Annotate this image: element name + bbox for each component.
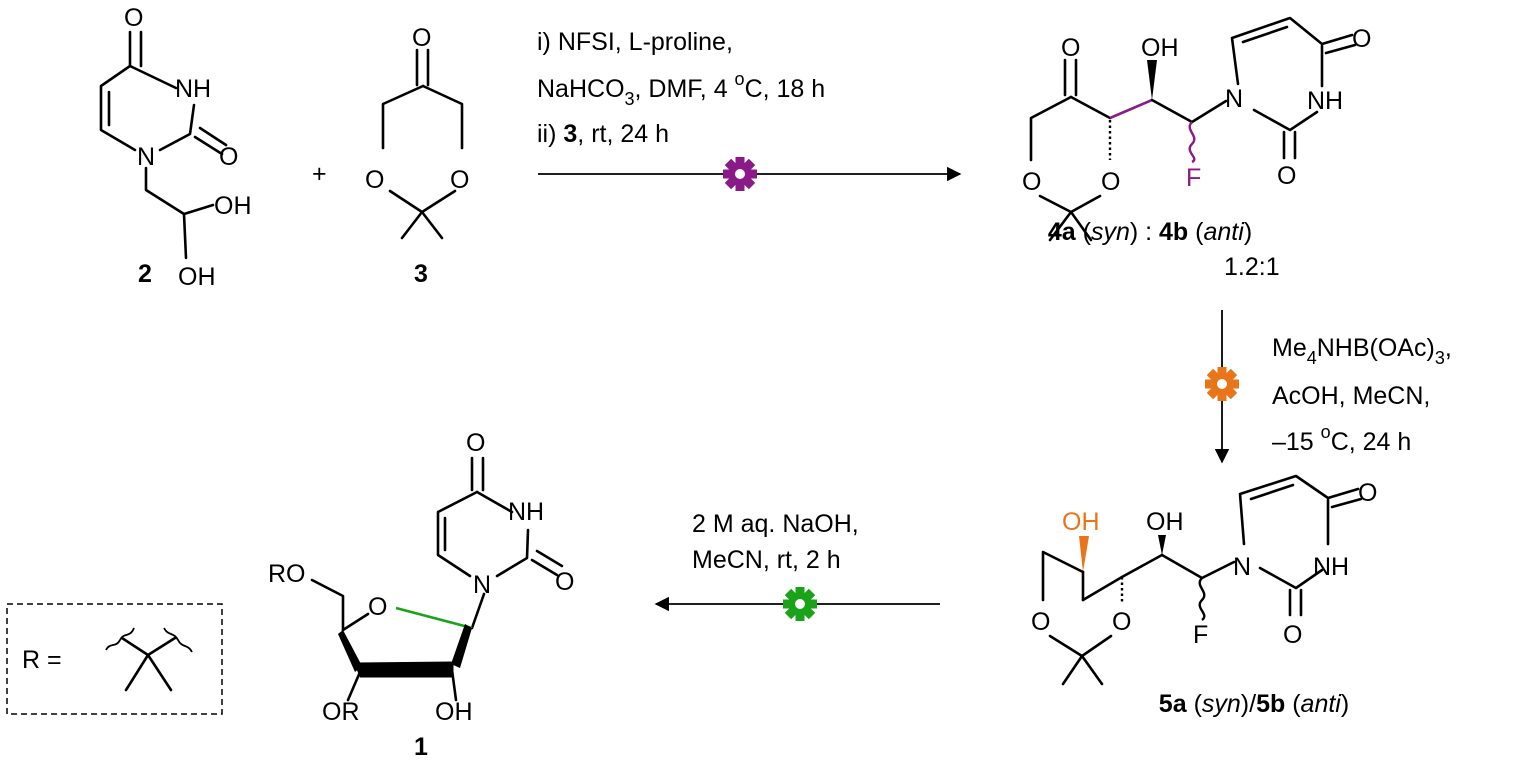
compound-4: O OH N O NH O O O F 4a (syn) : 4b (anti)… (1022, 16, 1371, 281)
atom-O: O (1352, 25, 1371, 53)
atom-O: O (219, 143, 238, 171)
step1-line2: NaHCO3, DMF, 4 oC, 18 h (537, 69, 825, 109)
atom-OH: OH (214, 192, 252, 220)
r-group-definition: R = (6, 603, 223, 715)
atom-NH: NH (508, 498, 544, 526)
atom-O: O (124, 4, 143, 32)
atom-O: O (1061, 34, 1080, 62)
atom-OH: OH (1146, 508, 1184, 536)
gear-icon-green (783, 587, 817, 621)
gear-icon-orange (1205, 367, 1239, 401)
atom-RO: RO (268, 560, 306, 588)
atom-O: O (1031, 608, 1050, 636)
atom-O: O (1022, 168, 1041, 196)
atom-O: O (412, 24, 431, 52)
step-1: i) NFSI, L-proline, NaHCO3, DMF, 4 oC, 1… (537, 28, 962, 191)
atom-O: O (466, 429, 485, 457)
compound-label-5: 5a (syn)/5b (anti) (1159, 690, 1349, 718)
step1-line3: ii) 3, rt, 24 h (537, 120, 669, 148)
compound-label-2: 2 (138, 260, 152, 288)
compound-label-1: 1 (414, 733, 428, 761)
atom-OH: OH (1062, 508, 1100, 536)
diastereomer-ratio: 1.2:1 (1224, 253, 1280, 281)
atom-N: N (137, 143, 155, 171)
compound-5: OH OH N O NH O O O F 5a (syn)/5b (anti) (1031, 474, 1377, 718)
r-equals-label: R = (22, 646, 62, 674)
atom-OH: OH (435, 698, 473, 726)
atom-OH: OH (178, 263, 216, 291)
step-2: Me4NHB(OAc)3, AcOH, MeCN, –15 oC, 24 h (1205, 310, 1452, 464)
atom-O: O (450, 166, 469, 194)
compound-1: O NH O N RO O OR OH 1 (268, 429, 574, 761)
step2-line3: –15 oC, 24 h (1272, 422, 1411, 456)
atom-O: O (1283, 621, 1302, 649)
atom-N: N (473, 571, 491, 599)
compound-2: O NH N O OH OH 2 (99, 4, 252, 291)
step1-line1: i) NFSI, L-proline, (537, 28, 733, 56)
atom-NH: NH (1307, 87, 1343, 115)
step3-line2: MeCN, rt, 2 h (692, 546, 841, 574)
atom-O: O (1277, 162, 1296, 190)
atom-N: N (1233, 553, 1251, 581)
atom-OR: OR (322, 698, 360, 726)
atom-NH: NH (1313, 553, 1349, 581)
atom-O: O (1101, 168, 1120, 196)
atom-O: O (1112, 608, 1131, 636)
atom-N: N (1225, 85, 1243, 113)
atom-OH: OH (1141, 34, 1179, 62)
atom-F: F (1193, 621, 1208, 649)
compound-label-4: 4a (syn) : 4b (anti) (1048, 218, 1252, 246)
step3-line1: 2 M aq. NaOH, (692, 510, 859, 538)
atom-O: O (555, 568, 574, 596)
atom-O: O (365, 166, 384, 194)
atom-O: O (368, 593, 387, 621)
compound-label-3: 3 (414, 260, 428, 288)
atom-NH: NH (175, 75, 211, 103)
step2-line2: AcOH, MeCN, (1272, 382, 1430, 410)
step2-line1: Me4NHB(OAc)3, (1272, 334, 1452, 368)
compound-3: O O O 3 (365, 24, 469, 288)
step-3: 2 M aq. NaOH, MeCN, rt, 2 h (654, 510, 940, 621)
atom-O: O (1358, 479, 1377, 507)
plus-sign: + (312, 160, 327, 188)
atom-F: F (1186, 164, 1201, 192)
gear-icon-purple (723, 157, 757, 191)
